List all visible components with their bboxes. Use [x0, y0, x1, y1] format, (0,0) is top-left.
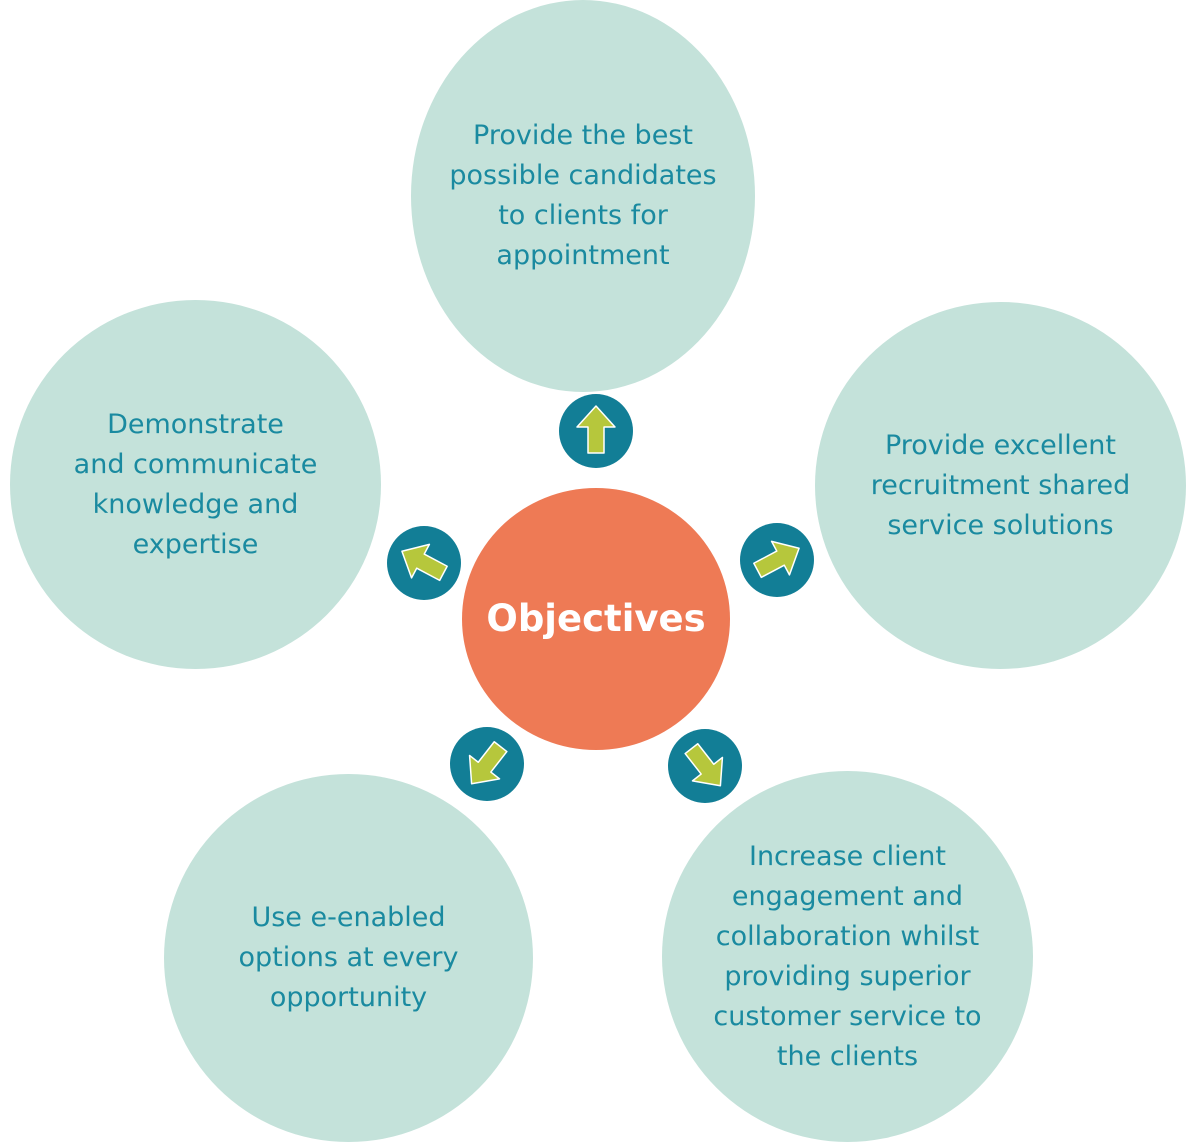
arrow-down-left-icon — [447, 724, 527, 804]
center-circle: Objectives — [462, 488, 730, 750]
objective-text-left: Demonstrate and communicate knowledge an… — [73, 408, 318, 560]
objective-text-top: Provide the best possible candidates to … — [449, 120, 717, 271]
objective-circle-bottom-left: Use e-enabled options at every opportuni… — [164, 774, 533, 1142]
objective-circle-right: Provide excellent recruitment shared ser… — [815, 302, 1186, 669]
objective-circle-left: Demonstrate and communicate knowledge an… — [10, 300, 381, 669]
center-label: Objectives — [486, 597, 706, 640]
objective-text-right: Provide excellent recruitment shared ser… — [870, 429, 1131, 541]
arrow-up-left-icon — [384, 523, 464, 603]
arrow-up-right-icon — [737, 520, 817, 600]
arrow-up-icon — [556, 391, 636, 471]
objective-circle-bottom-right: Increase client engagement and collabora… — [662, 771, 1033, 1142]
arrow-down-right-icon — [665, 726, 745, 806]
objective-text-bottom-left: Use e-enabled options at every opportuni… — [238, 902, 459, 1013]
objective-circle-top: Provide the best possible candidates to … — [411, 0, 755, 392]
objective-text-bottom-right: Increase client engagement and collabora… — [713, 840, 982, 1072]
